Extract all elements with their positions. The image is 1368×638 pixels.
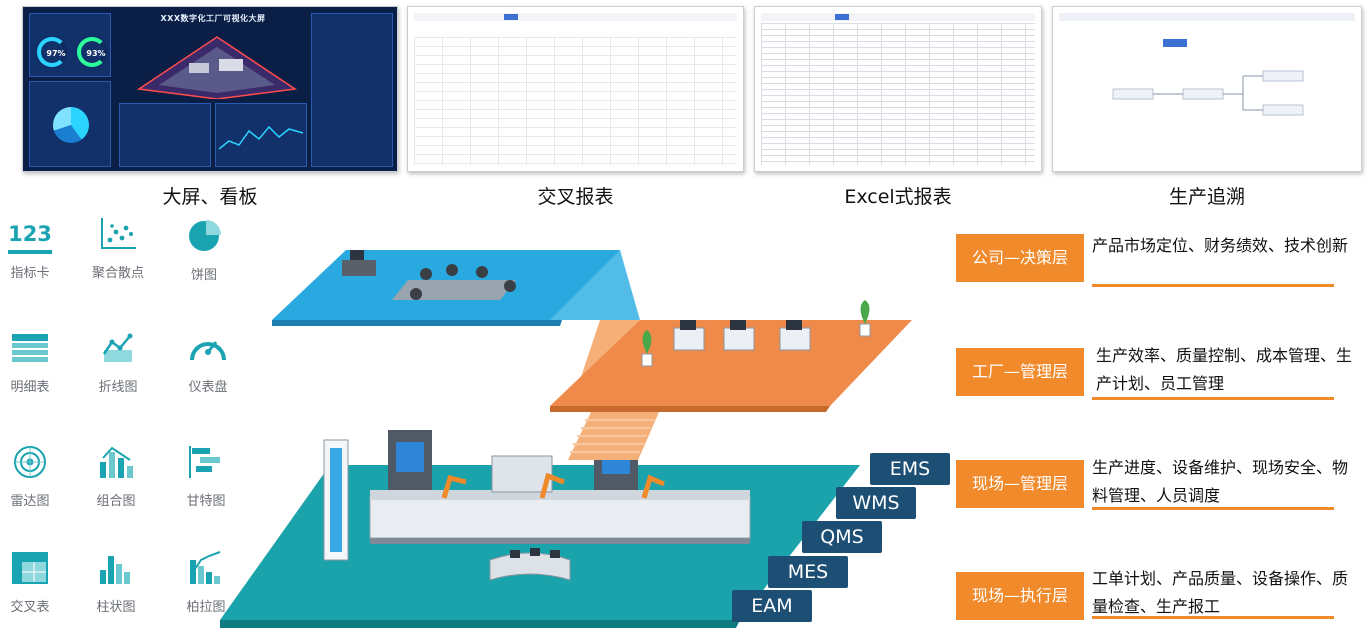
trace-toolbar [1059, 13, 1355, 21]
caption-dashboard: 大屏、看板 [162, 186, 258, 208]
chart-type-radar[interactable]: 雷达图 [0, 444, 60, 509]
ring-value-2: 93% [86, 49, 106, 58]
chart-label: 交叉表 [10, 600, 50, 615]
chart-label: 仪表盘 [188, 380, 228, 395]
cross-report-thumbnail[interactable] [407, 6, 744, 172]
chart-type-detail-table[interactable]: 明细表 [0, 330, 60, 395]
line-chart-icon [219, 125, 303, 150]
chart-type-gantt[interactable]: 甘特图 [176, 444, 236, 509]
pie-icon [53, 107, 89, 143]
chart-type-gauge[interactable]: 仪表盘 [178, 330, 238, 395]
trace-flow-icon [1112, 39, 1304, 116]
chart-label: 折线图 [98, 380, 138, 395]
factory-layers-illustration [220, 250, 912, 628]
report-toolbar [414, 13, 737, 21]
chart-label: 饼图 [190, 268, 217, 283]
chart-type-cross-table[interactable]: 交叉表 [0, 550, 60, 615]
gantt-icon [189, 446, 220, 478]
layer-underline [1092, 507, 1334, 510]
layer-underline [1092, 397, 1334, 400]
pie-icon [189, 220, 221, 251]
layer-underline [1092, 284, 1334, 287]
layer-desc-site-management: 生产进度、设备维护、现场安全、物料管理、人员调度 [1092, 458, 1349, 505]
chart-type-line[interactable]: 折线图 [88, 330, 148, 395]
query-button [504, 14, 518, 20]
dashboard-title: XXX数字化工厂可视化大屏 [160, 14, 266, 23]
layer-desc-decision: 产品市场定位、财务绩效、技术创新 [1092, 236, 1349, 255]
number-card-icon: 123 [8, 220, 52, 256]
ring-gauge-icon [37, 37, 67, 67]
chart-label: 甘特图 [186, 494, 226, 509]
chart-label: 柏拉图 [186, 600, 226, 615]
caption-cross-report: 交叉报表 [537, 186, 614, 208]
report-grid [414, 37, 737, 165]
pareto-icon [190, 551, 221, 584]
layer-tag-factory-management: 工厂—管理层 [956, 348, 1084, 396]
chart-label: 柱状图 [96, 600, 136, 615]
factory-3d-icon [136, 36, 298, 99]
report-grid [761, 23, 1035, 165]
combo-chart-icon [100, 446, 133, 478]
layer-tag-site-management: 现场—管理层 [956, 460, 1084, 508]
line-chart-icon [102, 333, 133, 362]
gauge-icon [190, 341, 226, 361]
system-tag-mes[interactable]: MES [768, 556, 848, 588]
trace-thumbnail[interactable] [1052, 6, 1362, 172]
execution-floor [220, 430, 860, 628]
chart-type-number-card[interactable]: 123 指标卡 [0, 220, 60, 281]
decision-floor [272, 250, 640, 326]
system-tag-eam[interactable]: EAM [732, 590, 812, 622]
chart-label: 指标卡 [10, 266, 50, 281]
system-tag-ems[interactable]: EMS [870, 453, 950, 485]
ring-gauge-icon [77, 37, 107, 67]
chart-label: 明细表 [10, 380, 50, 395]
chart-label: 组合图 [96, 494, 136, 509]
detail-table-icon [12, 334, 48, 362]
layer-desc-factory-management: 生产效率、质量控制、成本管理、生产计划、员工管理 [1096, 346, 1353, 393]
bar-chart-icon [100, 556, 130, 584]
scatter-icon [101, 218, 136, 249]
chart-type-scatter[interactable]: 聚合散点 [88, 216, 148, 281]
dashboard-thumbnail[interactable]: XXX数字化工厂可视化大屏 97% 93% [22, 6, 398, 172]
chart-type-pie[interactable]: 饼图 [174, 218, 234, 283]
layer-tag-execution: 现场—执行层 [956, 572, 1084, 620]
system-tag-qms[interactable]: QMS [802, 521, 882, 553]
excel-report-thumbnail[interactable] [754, 6, 1042, 172]
caption-trace: 生产追溯 [1168, 186, 1245, 208]
chart-label: 聚合散点 [91, 266, 144, 281]
caption-excel-report: Excel式报表 [844, 186, 952, 208]
chart-label: 雷达图 [10, 494, 50, 509]
radar-icon [14, 446, 46, 478]
layer-tag-decision: 公司—决策层 [956, 234, 1084, 282]
chart-type-bar[interactable]: 柱状图 [86, 550, 146, 615]
layer-desc-execution: 工单计划、产品质量、设备操作、质量检查、生产报工 [1092, 569, 1349, 616]
layer-underline [1092, 616, 1334, 619]
dash-panel [215, 103, 307, 167]
report-toolbar [761, 13, 1035, 21]
system-tag-wms[interactable]: WMS [836, 487, 916, 519]
dash-panel [311, 13, 393, 167]
cross-table-icon [12, 552, 48, 584]
dash-panel [119, 103, 211, 167]
query-button [835, 14, 849, 20]
ring-value-1: 97% [46, 49, 66, 58]
chart-type-combo[interactable]: 组合图 [86, 444, 146, 509]
chart-type-pareto[interactable]: 柏拉图 [176, 550, 236, 615]
management-floor [550, 300, 912, 412]
number-card-text: 123 [8, 222, 52, 246]
